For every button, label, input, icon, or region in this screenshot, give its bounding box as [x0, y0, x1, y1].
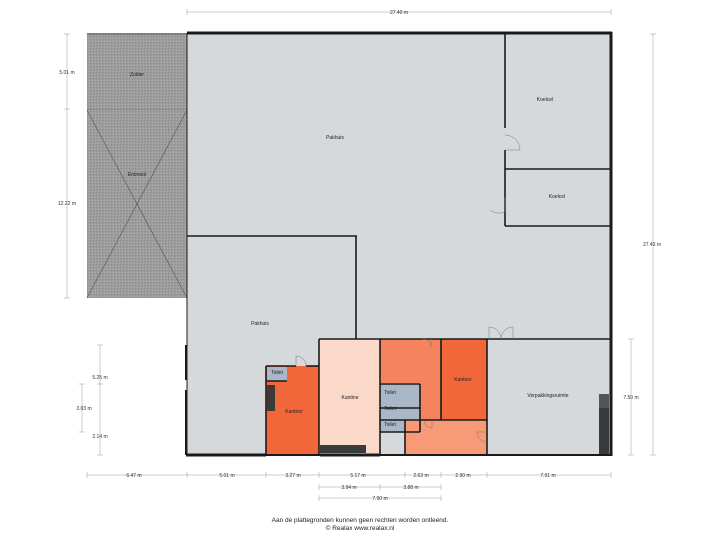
- label-verpakkingsruimte: Verpakkingsruimte: [527, 393, 568, 399]
- kantine-area: [319, 339, 380, 445]
- door-swings: [295, 134, 521, 443]
- label-pakhuis-left: Pakhuis: [251, 321, 269, 327]
- walls: [185, 31, 613, 457]
- label-toilet-4: Toilet: [384, 422, 396, 428]
- toilet-left-area: [267, 367, 287, 381]
- kantoor-right-area: [441, 339, 487, 420]
- dim-right-lower: 7.50 m: [623, 395, 638, 401]
- label-entresol: Entresol: [128, 172, 146, 178]
- dim-bottom-10: 7.90 m: [372, 496, 387, 502]
- dim-bottom-7: 7.91 m: [540, 473, 555, 479]
- dim-left-entresol: 12.22 m: [58, 201, 76, 207]
- dimension-lines: [64, 9, 656, 501]
- label-kantoor-left: Kantoor: [285, 409, 303, 415]
- dim-left-b: 3.03 m: [76, 406, 91, 412]
- kitchen-counter: [320, 445, 366, 453]
- dim-left-a: 5.25 m: [92, 375, 107, 381]
- zolder-area: [87, 35, 187, 109]
- dim-left-zolder: 5.01 m: [59, 70, 74, 76]
- kantoor-mid-area: [380, 339, 441, 383]
- dim-bottom-1: 6.47 m: [126, 473, 141, 479]
- copyright-text: © Realax www.realax.nl: [325, 525, 395, 532]
- dim-bottom-5: 2.63 m: [413, 473, 428, 479]
- right-cabinet: [599, 394, 609, 454]
- dim-left-c: 2.14 m: [92, 434, 107, 440]
- label-toilet-3: Toilet: [384, 406, 396, 412]
- dim-top-width: 27.40 m: [390, 10, 408, 16]
- label-pakhuis-top: Pakhuis: [326, 135, 344, 141]
- label-kantine: Kantine: [342, 395, 359, 401]
- dim-right-height: 27.43 m: [643, 242, 661, 248]
- entresol-cross-2: [86, 109, 188, 299]
- disclaimer-text: Aan de plattegronden kunnen geen rechten…: [271, 517, 449, 524]
- label-toilet-2: Toilet: [384, 390, 396, 396]
- kantoor-bottom-area: [405, 420, 487, 454]
- right-cabinet-top: [599, 394, 609, 408]
- dim-bottom-8: 3.94 m: [341, 485, 356, 491]
- label-kantoor-right: Kantoor: [454, 377, 472, 383]
- dim-bottom-4: 5.17 m: [350, 473, 365, 479]
- label-toilet-left: Toilet: [271, 370, 283, 376]
- dim-bottom-3: 3.27 m: [285, 473, 300, 479]
- kantoor-mid-area-2: [420, 383, 441, 420]
- label-koelcel-top: Koelcel: [537, 97, 553, 103]
- label-zolder: Zolder: [130, 72, 145, 78]
- left-cabinet: [267, 385, 275, 411]
- dim-bottom-9: 3.88 m: [403, 485, 418, 491]
- dim-bottom-2: 5.01 m: [219, 473, 234, 479]
- dim-bottom-6: 2.90 m: [455, 473, 470, 479]
- interior-walls: [187, 34, 611, 455]
- disclaimer-footer: Aan de plattegronden kunnen geen rechten…: [0, 517, 720, 533]
- main-floor: [187, 34, 612, 455]
- label-koelcel-mid: Koelcel: [549, 194, 565, 200]
